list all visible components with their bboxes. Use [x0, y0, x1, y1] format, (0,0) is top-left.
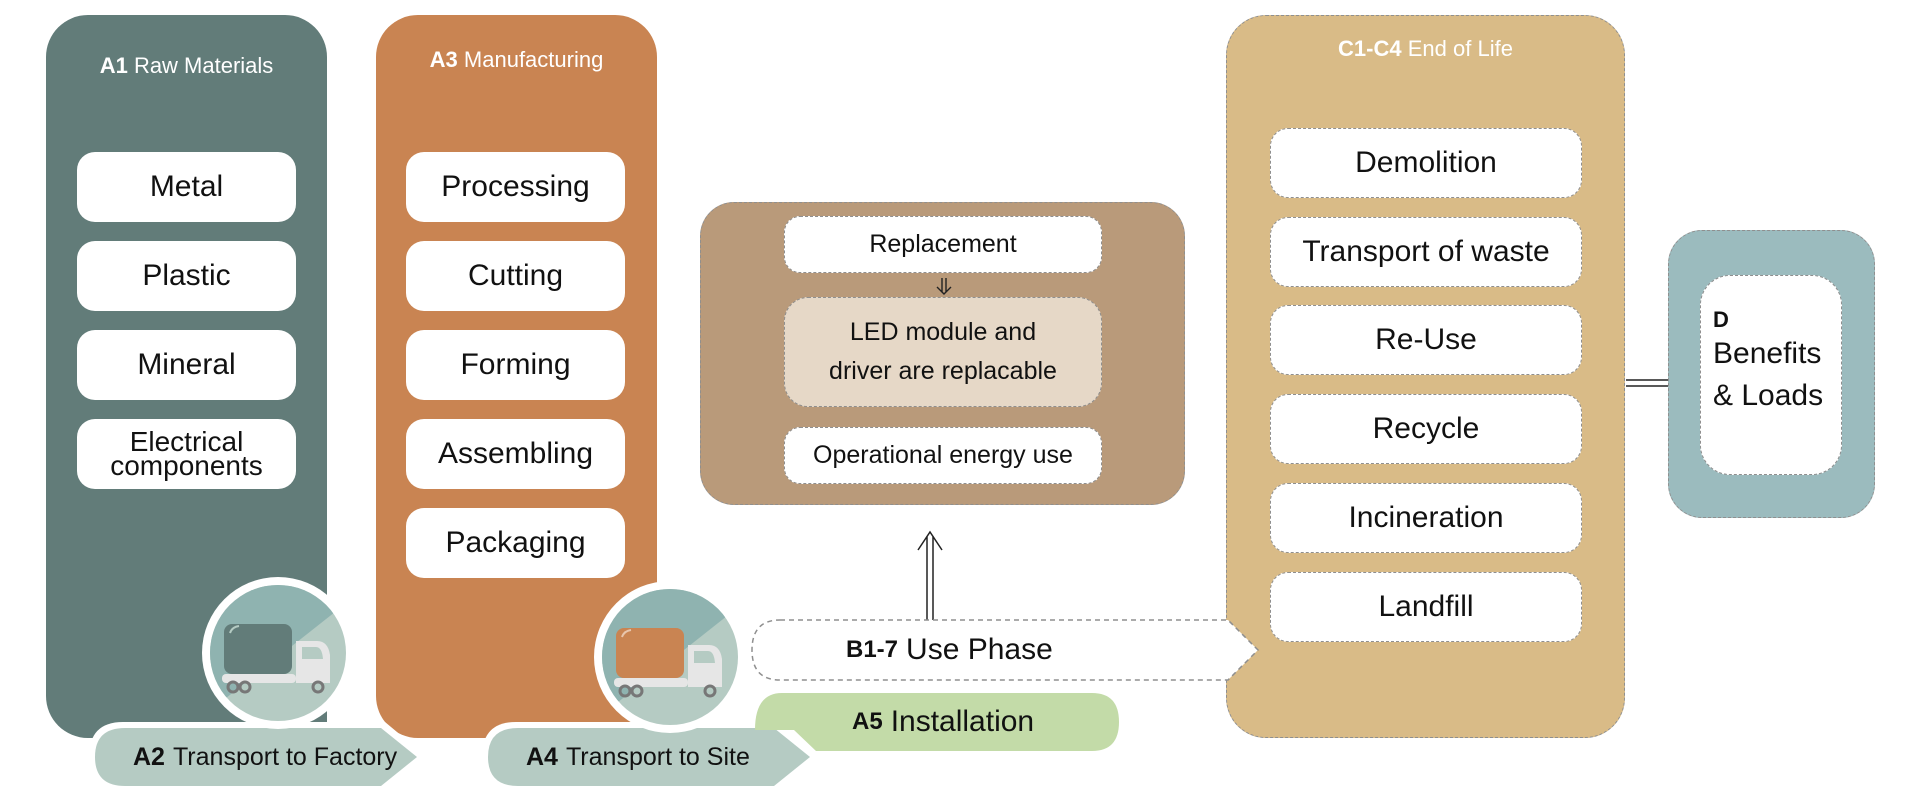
item-label: Re-Use — [1375, 323, 1477, 356]
stage-a2-title: Transport to Factory — [172, 742, 398, 771]
double-arrow-up-icon — [915, 528, 945, 622]
stage-a5-title: Installation — [890, 705, 1035, 738]
tag-shape — [482, 722, 820, 792]
stage-a1-code: A1 — [99, 53, 128, 78]
eol-item-recycle: Recycle — [1270, 394, 1582, 464]
item-label: Operational energy use — [813, 441, 1073, 469]
item-label: Plastic — [142, 259, 231, 292]
item-label: Mineral — [137, 348, 236, 381]
item-label: Demolition — [1355, 146, 1497, 179]
material-item-plastic: Plastic — [77, 241, 296, 311]
process-item-cutting: Cutting — [406, 241, 625, 311]
stage-b-use-phase-pointer: B1-7 Use Phase — [750, 618, 1270, 682]
stage-a3-label: Manufacturing — [463, 47, 604, 72]
eol-item-reuse: Re-Use — [1270, 305, 1582, 375]
stage-a4-code: A4 — [526, 742, 558, 771]
stage-a3-title: A3 Manufacturing — [376, 47, 657, 73]
item-label: Replacement — [869, 230, 1017, 258]
stage-a2-tag-outline: A2 Transport to Factory — [85, 718, 435, 796]
item-label-line1: LED module and — [849, 318, 1037, 346]
stage-a2-code: A2 — [133, 742, 165, 771]
item-label: Cutting — [467, 259, 564, 292]
stage-d-line1: Benefits — [1713, 337, 1822, 370]
truck-icon — [594, 581, 746, 733]
item-label: Assembling — [437, 437, 594, 470]
process-item-assembling: Assembling — [406, 419, 625, 489]
stage-b-title: Use Phase — [906, 633, 1053, 666]
stage-a4-tag: A4 Transport to Site — [478, 718, 828, 796]
material-item-mineral: Mineral — [77, 330, 296, 400]
stage-c-label: End of Life — [1407, 36, 1513, 61]
stage-d-code: D — [1713, 307, 1729, 332]
stage-d-card: D Benefits & Loads — [1700, 275, 1842, 475]
stage-b-code: B1-7 — [846, 636, 899, 663]
item-label: Transport of waste — [1302, 235, 1550, 268]
process-item-processing: Processing — [406, 152, 625, 222]
stage-a1-label: Raw Materials — [133, 53, 274, 78]
process-item-packaging: Packaging — [406, 508, 625, 578]
use-item-led-replaceable: LED module and driver are replacable — [784, 297, 1102, 407]
stage-a5-bar: A5 Installation — [752, 690, 1122, 754]
item-label: Processing — [441, 170, 590, 203]
item-label-line2: components — [110, 450, 263, 481]
stage-a5-code: A5 — [852, 708, 883, 735]
item-label: Recycle — [1372, 412, 1480, 445]
stage-c-code: C1-C4 — [1338, 36, 1402, 61]
eol-item-incineration: Incineration — [1270, 483, 1582, 553]
item-label: Metal — [149, 170, 224, 203]
item-label: Landfill — [1378, 590, 1474, 623]
eol-item-landfill: Landfill — [1270, 572, 1582, 642]
stage-a5-label: A5 Installation — [852, 690, 1034, 754]
stage-a2-label: A2 Transport to Factory — [133, 718, 397, 796]
use-item-operational-energy: Operational energy use — [784, 427, 1102, 484]
item-label-line1: Electrical — [129, 426, 244, 457]
use-phase-shape — [751, 619, 1260, 681]
item-label-line2: driver are replacable — [829, 357, 1057, 385]
eol-item-transport-of-waste: Transport of waste — [1270, 217, 1582, 287]
tag-shape — [89, 722, 427, 792]
stage-b-label: B1-7 Use Phase — [846, 618, 1053, 682]
process-item-forming: Forming — [406, 330, 625, 400]
a5-shape — [755, 693, 1119, 751]
stage-a3-code: A3 — [429, 47, 458, 72]
stage-a4-label: A4 Transport to Site — [526, 718, 750, 796]
stage-a4-title: Transport to Site — [565, 742, 750, 771]
double-arrow-down-icon — [934, 276, 954, 296]
material-item-metal: Metal — [77, 152, 296, 222]
stage-d-line2: & Loads — [1713, 379, 1824, 412]
item-label: Packaging — [445, 526, 586, 559]
eol-item-demolition: Demolition — [1270, 128, 1582, 198]
item-label: Incineration — [1348, 501, 1504, 534]
item-label: Forming — [460, 348, 571, 381]
stage-a1-title: A1 Raw Materials — [46, 53, 327, 79]
truck-icon — [202, 577, 354, 729]
use-item-replacement: Replacement — [784, 216, 1102, 273]
material-item-electrical: Electrical components — [77, 419, 296, 489]
stage-c-title: C1-C4 End of Life — [1227, 36, 1624, 62]
